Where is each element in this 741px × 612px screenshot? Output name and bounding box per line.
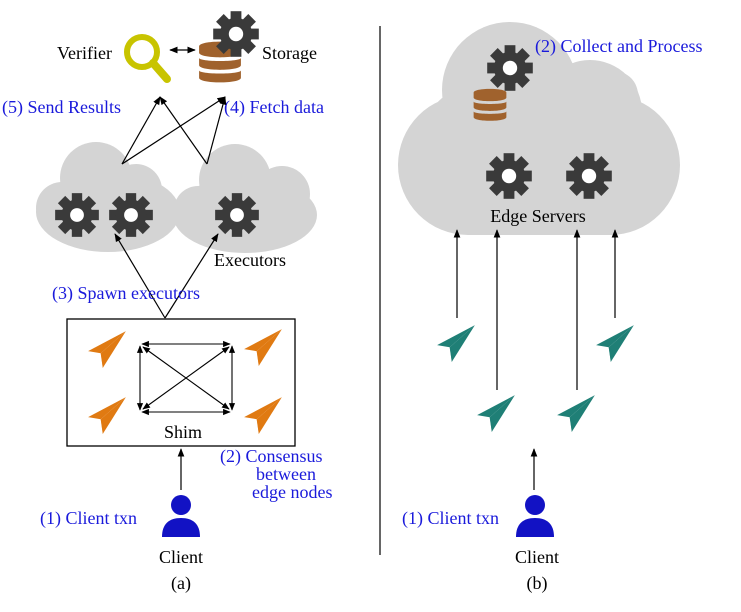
step1-label-right: (1) Client txn [402, 508, 499, 529]
paper-plane-icon [557, 395, 595, 432]
user-icon [162, 495, 200, 537]
paper-plane-icon [244, 397, 282, 434]
edge-nodes-orange [88, 329, 282, 434]
gear-icon [109, 193, 153, 237]
database-icon [473, 88, 507, 121]
client-label-left: Client [159, 547, 203, 567]
step4-label: (4) Fetch data [224, 97, 324, 118]
client-label-right: Client [515, 547, 559, 567]
left-panel: Verifier Storage (5) Send Results (4) Fe… [2, 11, 332, 594]
gear-icon [55, 193, 99, 237]
result-arrows [121, 96, 227, 165]
step2-line2: between [256, 464, 316, 484]
step1-label-left: (1) Client txn [40, 508, 137, 529]
step2-line3: edge nodes [252, 482, 332, 502]
step5-label: (5) Send Results [2, 97, 121, 118]
gear-icon [487, 45, 533, 91]
step2-line1: (2) Consensus [220, 446, 323, 467]
spawn-arrows [114, 233, 219, 319]
shim-label: Shim [164, 422, 202, 442]
executor-cloud-right [173, 144, 317, 253]
edge-nodes-teal [437, 325, 634, 432]
gear-icon [566, 153, 612, 199]
executor-cloud-left [36, 142, 180, 252]
paper-plane-icon [244, 329, 282, 366]
right-panel: (2) Collect and Process Edge Servers (1)… [398, 22, 702, 594]
shim-box [66, 318, 296, 447]
verifier-label: Verifier [57, 43, 112, 63]
magnifier-icon [124, 34, 171, 83]
caption-a: (a) [171, 573, 191, 594]
paper-plane-icon [88, 397, 126, 434]
step2-collect-label: (2) Collect and Process [535, 36, 702, 57]
executors-label: Executors [214, 250, 286, 270]
gear-icon [213, 11, 259, 57]
user-icon [516, 495, 554, 537]
paper-plane-icon [596, 325, 634, 362]
paper-plane-icon [437, 325, 475, 362]
paper-plane-icon [88, 331, 126, 368]
upload-arrows [453, 229, 619, 390]
caption-b: (b) [527, 573, 548, 594]
paper-plane-icon [477, 395, 515, 432]
edge-servers-label: Edge Servers [490, 206, 585, 226]
storage-label: Storage [262, 43, 317, 63]
gear-icon [215, 193, 259, 237]
gear-icon [486, 153, 532, 199]
edge-cloud [398, 22, 680, 235]
step3-label: (3) Spawn executors [52, 283, 200, 304]
consensus-arrows [136, 340, 236, 416]
